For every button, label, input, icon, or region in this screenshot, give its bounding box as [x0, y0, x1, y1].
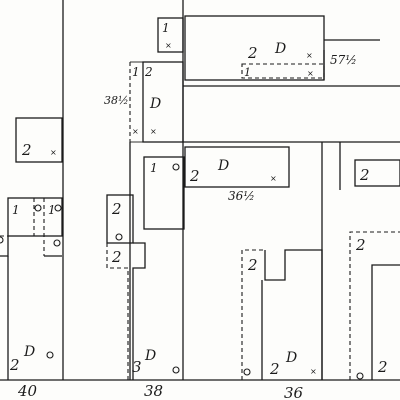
cross-mark: × — [270, 174, 277, 183]
label-right-edge-storeys: 2 — [359, 166, 370, 184]
label-right-rear-storeys: 2 — [355, 236, 366, 254]
cross-mark: × — [307, 69, 314, 78]
label-top-right-code: D — [274, 41, 286, 57]
label-lot38-upper-storeys: 2 — [111, 200, 122, 218]
building-lot-38 — [106, 163, 180, 380]
label-lot40-front-storeys: 2 — [9, 356, 20, 374]
label-left-row-storeys-1: 1 — [12, 203, 20, 217]
building-left-upper — [15, 117, 63, 163]
label-right-front-storeys: 2 — [377, 358, 388, 376]
label-center-storeys-1: 1 — [150, 161, 158, 175]
cross-mark: × — [165, 41, 172, 50]
building-top-right — [184, 15, 380, 81]
building-right-lower — [349, 231, 400, 380]
street-numbers: 40 38 36 — [17, 382, 304, 400]
lot-lines — [0, 0, 400, 381]
label-lot36-front-code: D — [285, 350, 297, 366]
label-top-right-measure: 57½ — [330, 53, 357, 67]
building-center — [143, 146, 290, 230]
label-center-storeys-2: 2 — [189, 167, 200, 185]
label-lot36-rear-storeys: 2 — [247, 256, 258, 274]
label-top-right-storeys: 2 — [247, 44, 258, 62]
map-labels: 2 D × 57½ 1 × 2 × 1 × 1 2 38½ D × × 1 2 … — [9, 21, 388, 378]
label-center-measure: 36½ — [228, 189, 255, 203]
label-lot36-front-storeys: 2 — [269, 360, 280, 378]
cross-mark: × — [50, 148, 57, 157]
label-top-right-lower-storeys: 1 — [244, 66, 251, 79]
street-number-36: 36 — [284, 384, 304, 400]
cross-mark: × — [150, 127, 157, 136]
building-right-edge — [354, 159, 400, 187]
label-mid-column-measure: 38½ — [104, 94, 129, 107]
label-left-upper-storeys: 2 — [21, 141, 32, 159]
street-number-40: 40 — [17, 382, 38, 400]
label-lot38-lower-storeys: 2 — [111, 248, 122, 266]
label-left-row-storeys-2: 1 — [48, 203, 56, 217]
street-number-38: 38 — [144, 382, 163, 400]
label-lot38-front-storeys: 3 — [132, 358, 142, 376]
cross-mark: × — [306, 51, 313, 60]
label-lot40-front-code: D — [23, 344, 35, 360]
building-mid-column — [129, 17, 184, 143]
label-mid-column-storeys-a: 1 — [132, 65, 140, 79]
label-mid-column-code: D — [149, 96, 161, 112]
building-lot-36 — [241, 249, 323, 380]
label-mid-column-storeys-b: 2 — [144, 65, 153, 79]
building-left-row — [0, 197, 63, 380]
cross-mark: × — [132, 127, 139, 136]
label-center-code: D — [217, 158, 229, 174]
label-lot38-front-code: D — [144, 348, 156, 364]
label-mid-column-storeys-top: 1 — [162, 21, 170, 35]
cross-mark: × — [310, 367, 317, 376]
